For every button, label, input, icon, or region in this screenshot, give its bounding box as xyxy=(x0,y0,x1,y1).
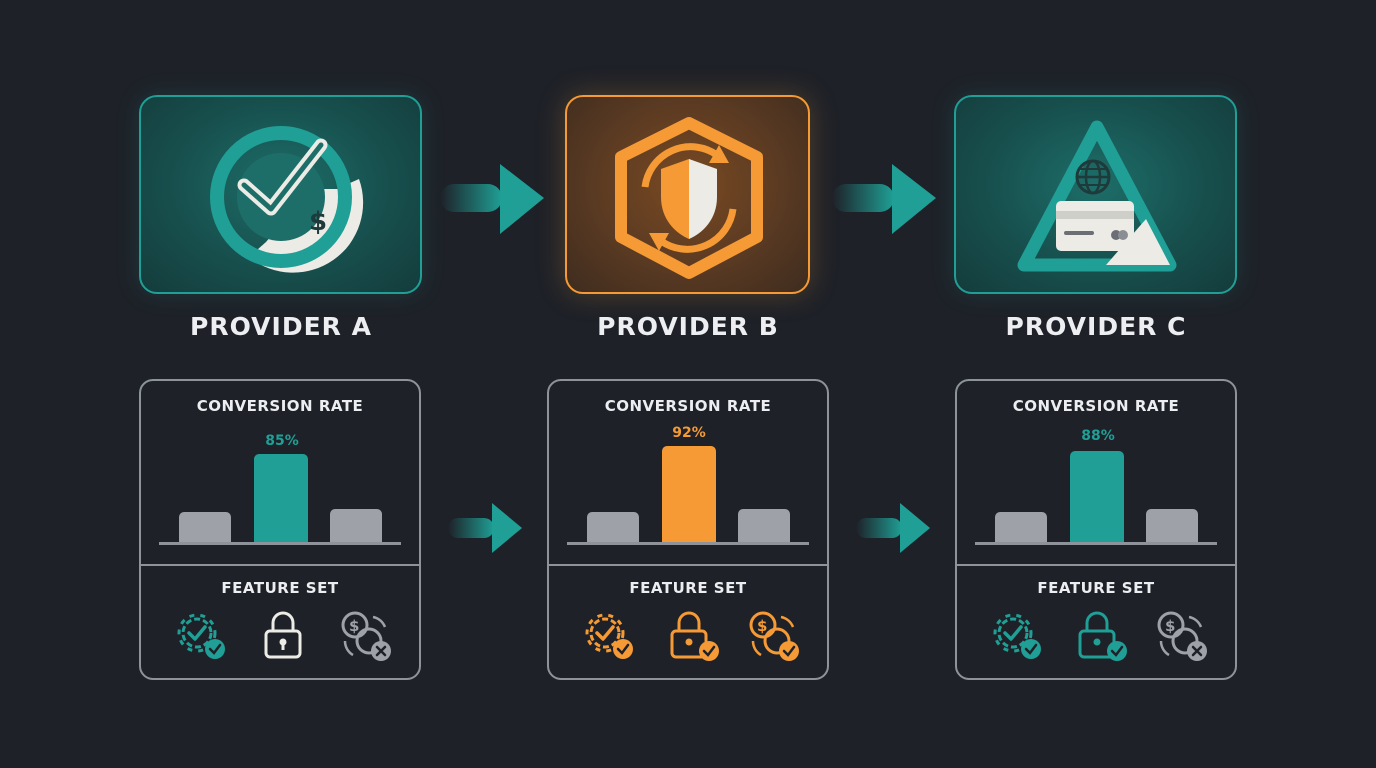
conversion-bar xyxy=(662,446,716,543)
svg-text:$: $ xyxy=(1165,617,1175,635)
credit-card-icon xyxy=(1056,201,1134,251)
feature-set-title: FEATURE SET xyxy=(221,579,339,597)
comparison-bar-left xyxy=(995,512,1047,543)
comparison-bar-left xyxy=(179,512,231,543)
card-divider xyxy=(957,564,1235,566)
arrow-right-icon xyxy=(832,164,936,234)
lock-check-icon xyxy=(670,611,719,661)
conversion-value-label: 92% xyxy=(672,425,706,441)
conversion-bar xyxy=(254,454,308,543)
coins-exchange-check-icon: $ xyxy=(749,611,799,661)
provider-b-name: PROVIDER B xyxy=(597,312,779,341)
chart-baseline xyxy=(159,542,401,545)
gear-check-icon xyxy=(993,613,1041,659)
arrow-right-icon xyxy=(448,503,522,553)
feature-set-title: FEATURE SET xyxy=(1037,579,1155,597)
comparison-bar-right xyxy=(330,509,382,543)
globe-card-icon xyxy=(1017,120,1177,272)
gear-check-icon xyxy=(585,613,633,659)
conversion-rate-title: CONVERSION RATE xyxy=(604,397,772,415)
gear-check-icon xyxy=(177,613,225,659)
check-dollar-icon: $ xyxy=(210,126,364,273)
chart-baseline xyxy=(567,542,809,545)
conversion-rate-title: CONVERSION RATE xyxy=(1012,397,1180,415)
chart-baseline xyxy=(975,542,1217,545)
conversion-bar xyxy=(1070,451,1124,543)
card-divider xyxy=(549,564,827,566)
comparison-bar-right xyxy=(738,509,790,543)
provider-c-card: CONVERSION RATE 88% FEATURE SET $ xyxy=(955,379,1237,680)
arrow-right-icon xyxy=(856,503,930,553)
provider-a-name: PROVIDER A xyxy=(190,312,372,341)
coins-exchange-x-icon: $ xyxy=(1157,611,1207,661)
coins-exchange-x-icon: $ xyxy=(341,611,391,661)
feature-set-title: FEATURE SET xyxy=(629,579,747,597)
globe-icon xyxy=(1075,159,1111,195)
provider-b-card: CONVERSION RATE 92% FEATURE SET $ xyxy=(547,379,829,680)
conversion-value-label: 85% xyxy=(265,433,299,449)
provider-c-name: PROVIDER C xyxy=(1005,312,1187,341)
conversion-rate-title: CONVERSION RATE xyxy=(196,397,364,415)
lock-check-icon xyxy=(1078,611,1127,661)
provider-a-card: CONVERSION RATE 85% FEATURE SET $ xyxy=(139,379,421,680)
arrow-right-icon xyxy=(440,164,544,234)
svg-text:$: $ xyxy=(349,617,359,635)
provider-a-tile: $ xyxy=(139,95,422,294)
svg-text:$: $ xyxy=(309,207,327,237)
provider-c-tile xyxy=(954,95,1237,294)
lock-icon xyxy=(264,611,302,659)
shield-refresh-icon xyxy=(615,117,763,279)
card-divider xyxy=(141,564,419,566)
svg-text:$: $ xyxy=(757,617,767,635)
comparison-bar-left xyxy=(587,512,639,543)
provider-b-tile xyxy=(565,95,810,294)
comparison-bar-right xyxy=(1146,509,1198,543)
conversion-value-label: 88% xyxy=(1081,428,1115,444)
